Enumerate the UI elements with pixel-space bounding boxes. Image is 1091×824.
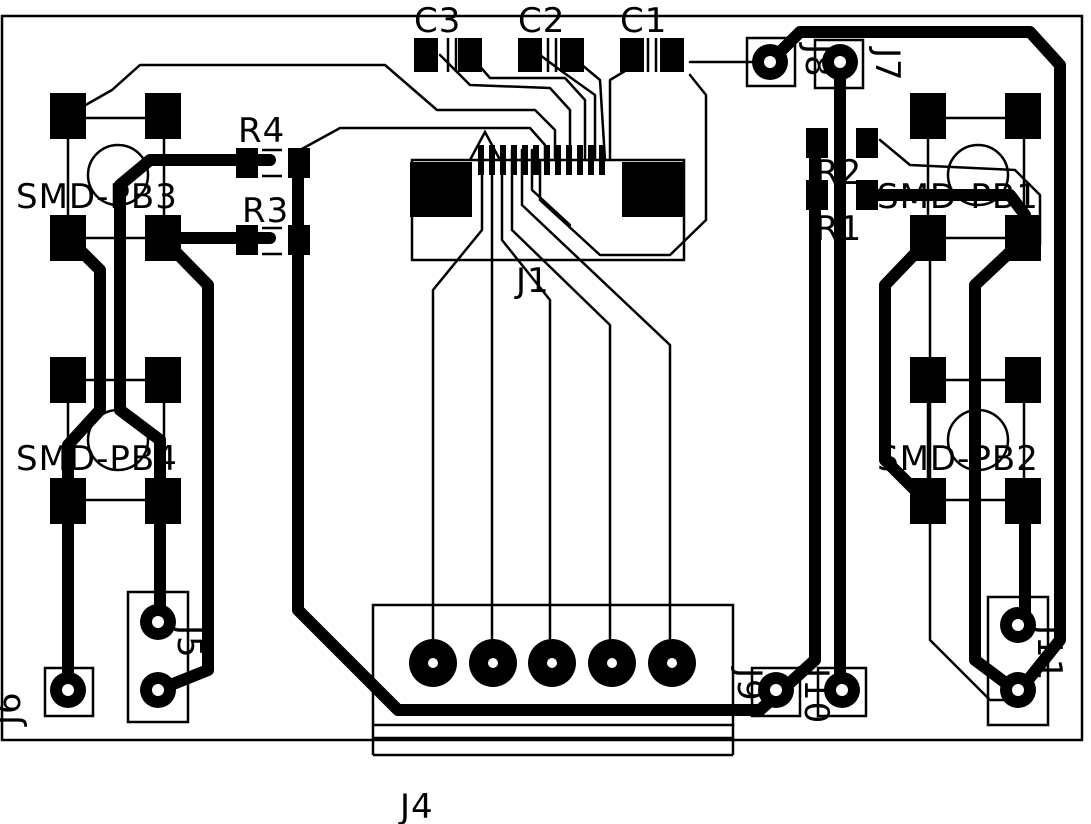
- label-j10: J10: [796, 666, 836, 724]
- label-j7: J7: [867, 46, 907, 82]
- through-hole-pads: [50, 44, 1036, 708]
- j9-outline: [750, 666, 802, 718]
- label-pb1: SMD-PB1: [877, 177, 1039, 217]
- silkscreen-labels: C3 C2 C1 R4 R3 R2 R1 J1 J4 SMD-PB3 SMD-P…: [0, 1, 1069, 824]
- board-outline: [0, 14, 1084, 742]
- smd-pads: [50, 38, 1041, 524]
- label-j6: J6: [0, 691, 29, 727]
- label-pb4: SMD-PB4: [16, 439, 178, 479]
- label-r1: R1: [815, 209, 862, 249]
- label-j4: J4: [398, 787, 434, 824]
- j8-outline: [745, 36, 797, 88]
- j5-outline: [126, 590, 190, 724]
- label-pb3: SMD-PB3: [16, 177, 178, 217]
- label-r2: R2: [815, 153, 862, 193]
- j11-outline: [986, 595, 1050, 727]
- label-j11: J11: [1029, 623, 1069, 681]
- j10-outline: [816, 666, 868, 718]
- thin-tracks: [66, 53, 1042, 702]
- label-c1: C1: [620, 1, 667, 41]
- label-j8: J8: [797, 42, 837, 78]
- label-j5: J5: [169, 623, 209, 659]
- j6-outline: [43, 666, 95, 718]
- label-j1: J1: [514, 261, 550, 301]
- j7-outline: [813, 38, 865, 90]
- label-c3: C3: [414, 1, 461, 41]
- label-c2: C2: [518, 1, 565, 41]
- label-r3: R3: [242, 191, 289, 231]
- label-r4: R4: [238, 111, 285, 151]
- j4-outline: [371, 603, 735, 727]
- label-j9: J9: [729, 666, 769, 702]
- label-pb2: SMD-PB2: [877, 439, 1039, 479]
